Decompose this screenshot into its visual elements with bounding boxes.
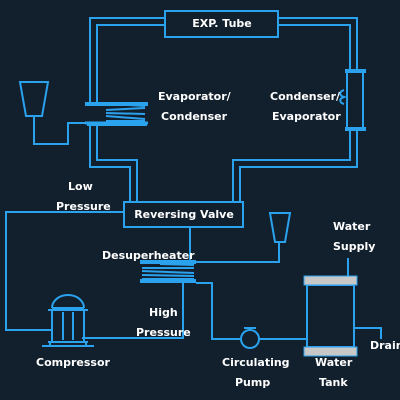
desuperheater-to-pump-line — [196, 282, 240, 340]
water-tank-top-cap — [303, 275, 358, 286]
compressor — [42, 294, 94, 347]
fan-funnel-right — [268, 212, 292, 243]
desuperheater-label: Desuperheater — [102, 249, 195, 262]
refrigerant-line-left — [89, 17, 165, 202]
exp-tube-box — [164, 10, 279, 38]
high-pressure-label-line2: Pressure — [136, 326, 191, 339]
water-tank — [306, 284, 355, 348]
circulating-pump-label-line2: Pump — [235, 376, 270, 389]
low-pressure-line — [5, 211, 124, 331]
water-supply-label-line2: Supply — [333, 240, 375, 253]
condenser-coil — [339, 69, 366, 131]
water-tank-bottom-cap — [303, 346, 358, 357]
circulating-pump — [240, 329, 260, 349]
condenser-evaporator-label-line1: Condenser/ — [270, 90, 341, 103]
fan-funnel-left — [18, 81, 88, 145]
desuperheater-coil — [140, 260, 196, 283]
high-pressure-line — [82, 281, 184, 339]
reversing-valve-label: Reversing Valve — [134, 208, 234, 221]
circulating-pump-label-line1: Circulating — [222, 356, 290, 369]
low-pressure-label-line2: Pressure — [56, 200, 111, 213]
evaporator-condenser-label-line1: Evaporator/ — [158, 90, 232, 103]
compressor-label: Compressor — [36, 356, 111, 369]
reversing-valve-box — [123, 201, 244, 228]
drain-label: Drain — [370, 339, 400, 352]
exp-tube-label: EXP. Tube — [192, 17, 252, 30]
condenser-evaporator-label-line2: Evaporator — [272, 110, 341, 123]
drain-line — [354, 327, 382, 339]
water-tank-label-line1: Water — [315, 356, 353, 369]
desuperheater-water-line — [196, 242, 280, 263]
water-supply-label-line1: Water — [333, 220, 371, 233]
low-pressure-label-line1: Low — [68, 180, 93, 193]
evaporator-condenser-label-line2: Condenser — [161, 110, 228, 123]
water-tank-label-line2: Tank — [319, 376, 348, 389]
high-pressure-label-line1: High — [149, 306, 178, 319]
refrigerant-line-right — [232, 17, 358, 202]
